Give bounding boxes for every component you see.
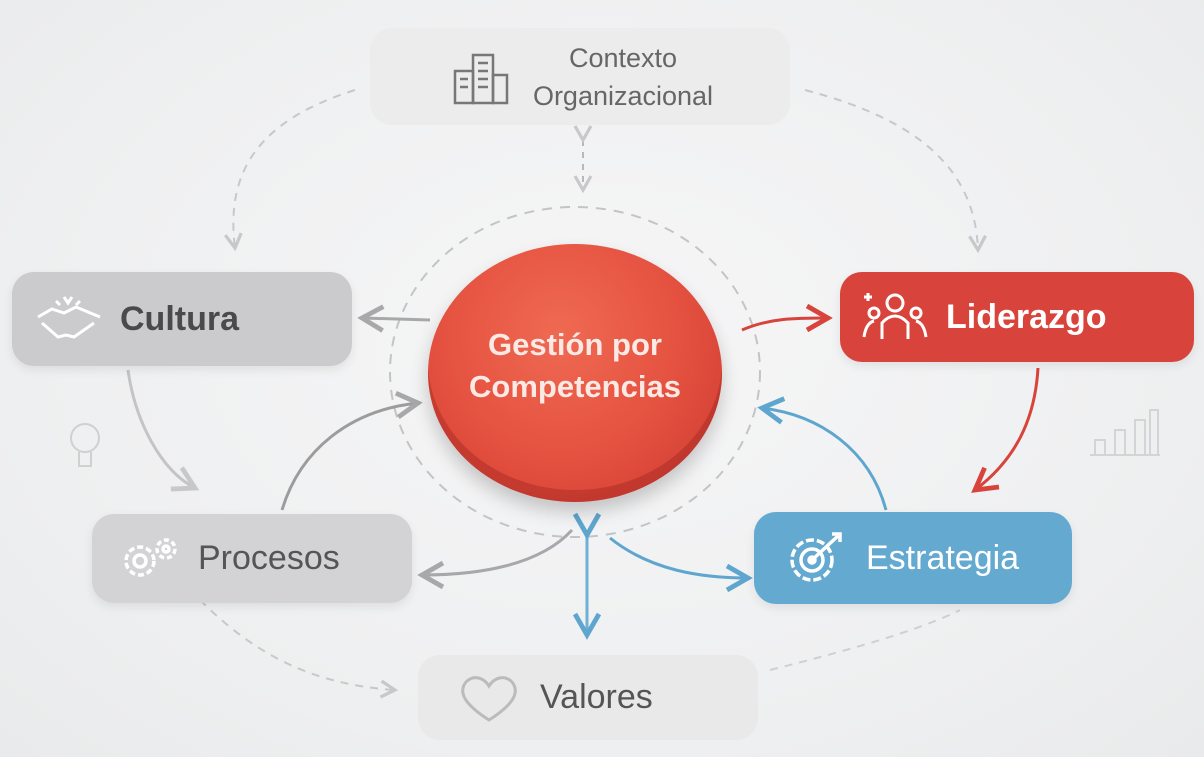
arrow-center-to-estrategia bbox=[609, 536, 753, 593]
arrow-procesos-to-center bbox=[280, 391, 423, 511]
contexto-line1: Contexto bbox=[568, 42, 678, 73]
node-procesos: Procesos bbox=[92, 514, 412, 603]
procesos-label: Procesos bbox=[198, 539, 340, 577]
contexto-line2: Organizacional bbox=[532, 80, 714, 111]
center-line1: Gestión por bbox=[488, 327, 662, 362]
dashed-arrow-valores-right bbox=[769, 609, 961, 671]
heart-icon bbox=[461, 675, 517, 722]
valores-label: Valores bbox=[540, 678, 653, 716]
node-liderazgo: Liderazgo bbox=[840, 272, 1194, 362]
arrow-cultura-to-procesos bbox=[126, 369, 200, 492]
arrow-liderazgo-down bbox=[971, 367, 1040, 493]
team-leader-icon bbox=[862, 293, 928, 339]
arrow-center-to-cultura bbox=[357, 304, 431, 333]
target-icon bbox=[790, 532, 842, 582]
buildings-icon bbox=[453, 53, 509, 104]
arrow-center-to-liderazgo bbox=[741, 303, 833, 333]
bar-chart-icon bbox=[1090, 409, 1160, 456]
center-line2: Competencias bbox=[469, 369, 681, 404]
arrow-estrategia-to-center bbox=[757, 396, 888, 511]
liderazgo-label: Liderazgo bbox=[946, 297, 1107, 336]
dashed-arrow-to-cultura bbox=[224, 89, 356, 252]
dashed-arrow-to-valores bbox=[199, 599, 399, 699]
arrow-center-to-procesos bbox=[417, 528, 574, 590]
cultura-label: Cultura bbox=[120, 299, 239, 338]
node-cultura: Cultura bbox=[12, 272, 352, 366]
estrategia-label: Estrategia bbox=[866, 538, 1020, 577]
node-estrategia: Estrategia bbox=[754, 512, 1072, 604]
gears-icon bbox=[124, 537, 177, 577]
dashed-arrow-to-liderazgo bbox=[804, 89, 987, 254]
handshake-icon bbox=[37, 296, 101, 339]
node-valores: Valores bbox=[418, 655, 758, 740]
lightbulb-icon bbox=[70, 423, 100, 467]
